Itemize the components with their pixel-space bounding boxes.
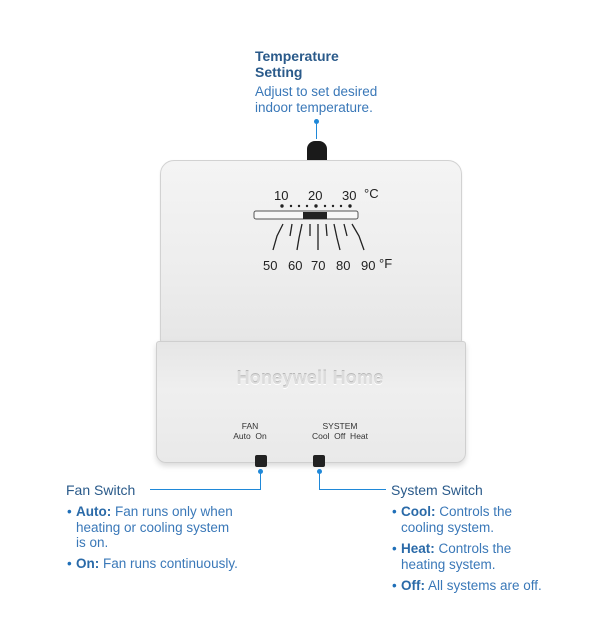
fahrenheit-tick-lines [272, 223, 365, 251]
system-leader-horizontal [319, 489, 386, 490]
temperature-setting-desc: Adjust to set desired indoor temperature… [255, 84, 377, 116]
system-heat-text-1: Controls the [434, 541, 512, 556]
celsius-tick-20: 20 [308, 188, 323, 203]
fan-label: FAN [241, 421, 259, 431]
fahrenheit-tick-60: 60 [288, 258, 303, 273]
system-heat-term: Heat: [401, 541, 435, 556]
system-off-text-1: All systems are off. [425, 578, 542, 593]
temperature-setting-title: Temperature Setting [255, 48, 339, 80]
system-options: Cool Off Heat [311, 431, 369, 441]
fan-item-auto: • Auto: Fan runs only when heating or co… [67, 504, 233, 551]
system-item-cool: • Cool: Controls the cooling system. [392, 504, 513, 535]
celsius-tick-10: 10 [274, 188, 289, 203]
fahrenheit-tick-50: 50 [263, 258, 278, 273]
fan-auto-term: Auto: [76, 504, 112, 519]
fahrenheit-tick-80: 80 [336, 258, 351, 273]
celsius-unit: °C [364, 186, 379, 201]
temperature-title-line2: Setting [255, 64, 303, 80]
system-label: SYSTEM [322, 421, 358, 431]
fan-switch-title: Fan Switch [66, 482, 136, 498]
system-heat-text-2: heating system. [401, 556, 496, 572]
temperature-leader-line [316, 121, 317, 139]
fahrenheit-tick-90: 90 [361, 258, 376, 273]
system-item-off: • Off: All systems are off. [392, 578, 542, 594]
fan-leader-vertical [260, 471, 261, 490]
thermostat-lower-cover [156, 341, 466, 463]
temperature-title-line1: Temperature [255, 48, 339, 64]
fan-options: Auto On [233, 431, 267, 441]
system-item-heat: • Heat: Controls the heating system. [392, 541, 512, 572]
bullet-icon: • [67, 556, 72, 571]
celsius-tick-30: 30 [342, 188, 357, 203]
temperature-lever[interactable] [307, 141, 327, 163]
fan-auto-text-3: is on. [76, 535, 109, 550]
bullet-icon: • [67, 504, 72, 519]
fan-on-text-1: Fan runs continuously. [99, 556, 238, 571]
system-cool-term: Cool: [401, 504, 436, 519]
system-switch-knob[interactable] [313, 455, 325, 467]
system-cool-text-1: Controls the [435, 504, 513, 519]
temperature-desc-line1: Adjust to set desired [255, 84, 378, 99]
system-switch-label: SYSTEM Cool Off Heat [300, 421, 380, 441]
fahrenheit-tick-70: 70 [311, 258, 326, 273]
fan-auto-text-2: heating or cooling system [76, 519, 230, 535]
bullet-icon: • [392, 504, 397, 519]
system-leader-vertical [319, 471, 320, 490]
bullet-icon: • [392, 578, 397, 593]
fahrenheit-unit: °F [379, 256, 393, 271]
system-cool-text-2: cooling system. [401, 519, 495, 535]
fan-switch-knob[interactable] [255, 455, 267, 467]
dial-pointer [303, 212, 327, 219]
fan-leader-horizontal [150, 489, 261, 490]
temperature-desc-line2: indoor temperature. [255, 100, 373, 115]
brand-logo: Honeywell Home [236, 368, 384, 388]
system-off-term: Off: [401, 578, 425, 593]
system-switch-title: System Switch [391, 482, 483, 498]
celsius-dot-row [280, 204, 352, 208]
fan-item-on: • On: Fan runs continuously. [67, 556, 238, 572]
bullet-icon: • [392, 541, 397, 556]
fan-auto-text-1: Fan runs only when [111, 504, 233, 519]
fan-on-term: On: [76, 556, 100, 571]
fan-switch-label: FAN Auto On [220, 421, 280, 441]
thermostat-upper-housing [160, 160, 462, 344]
